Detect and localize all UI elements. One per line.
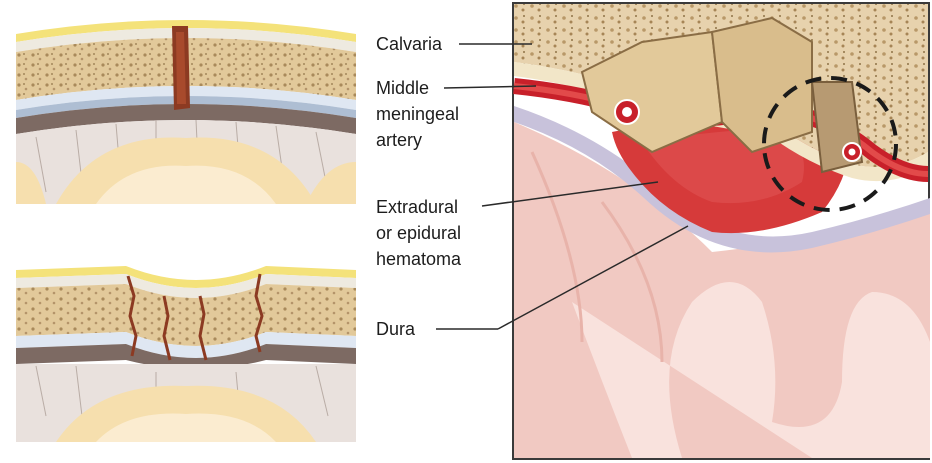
label-middle-meningeal-artery: Middle meningeal artery [376, 75, 459, 153]
label-calvaria: Calvaria [376, 31, 442, 57]
label-extradural-hematoma: Extradural or epidural hematoma [376, 194, 461, 272]
label-dura: Dura [376, 316, 415, 342]
